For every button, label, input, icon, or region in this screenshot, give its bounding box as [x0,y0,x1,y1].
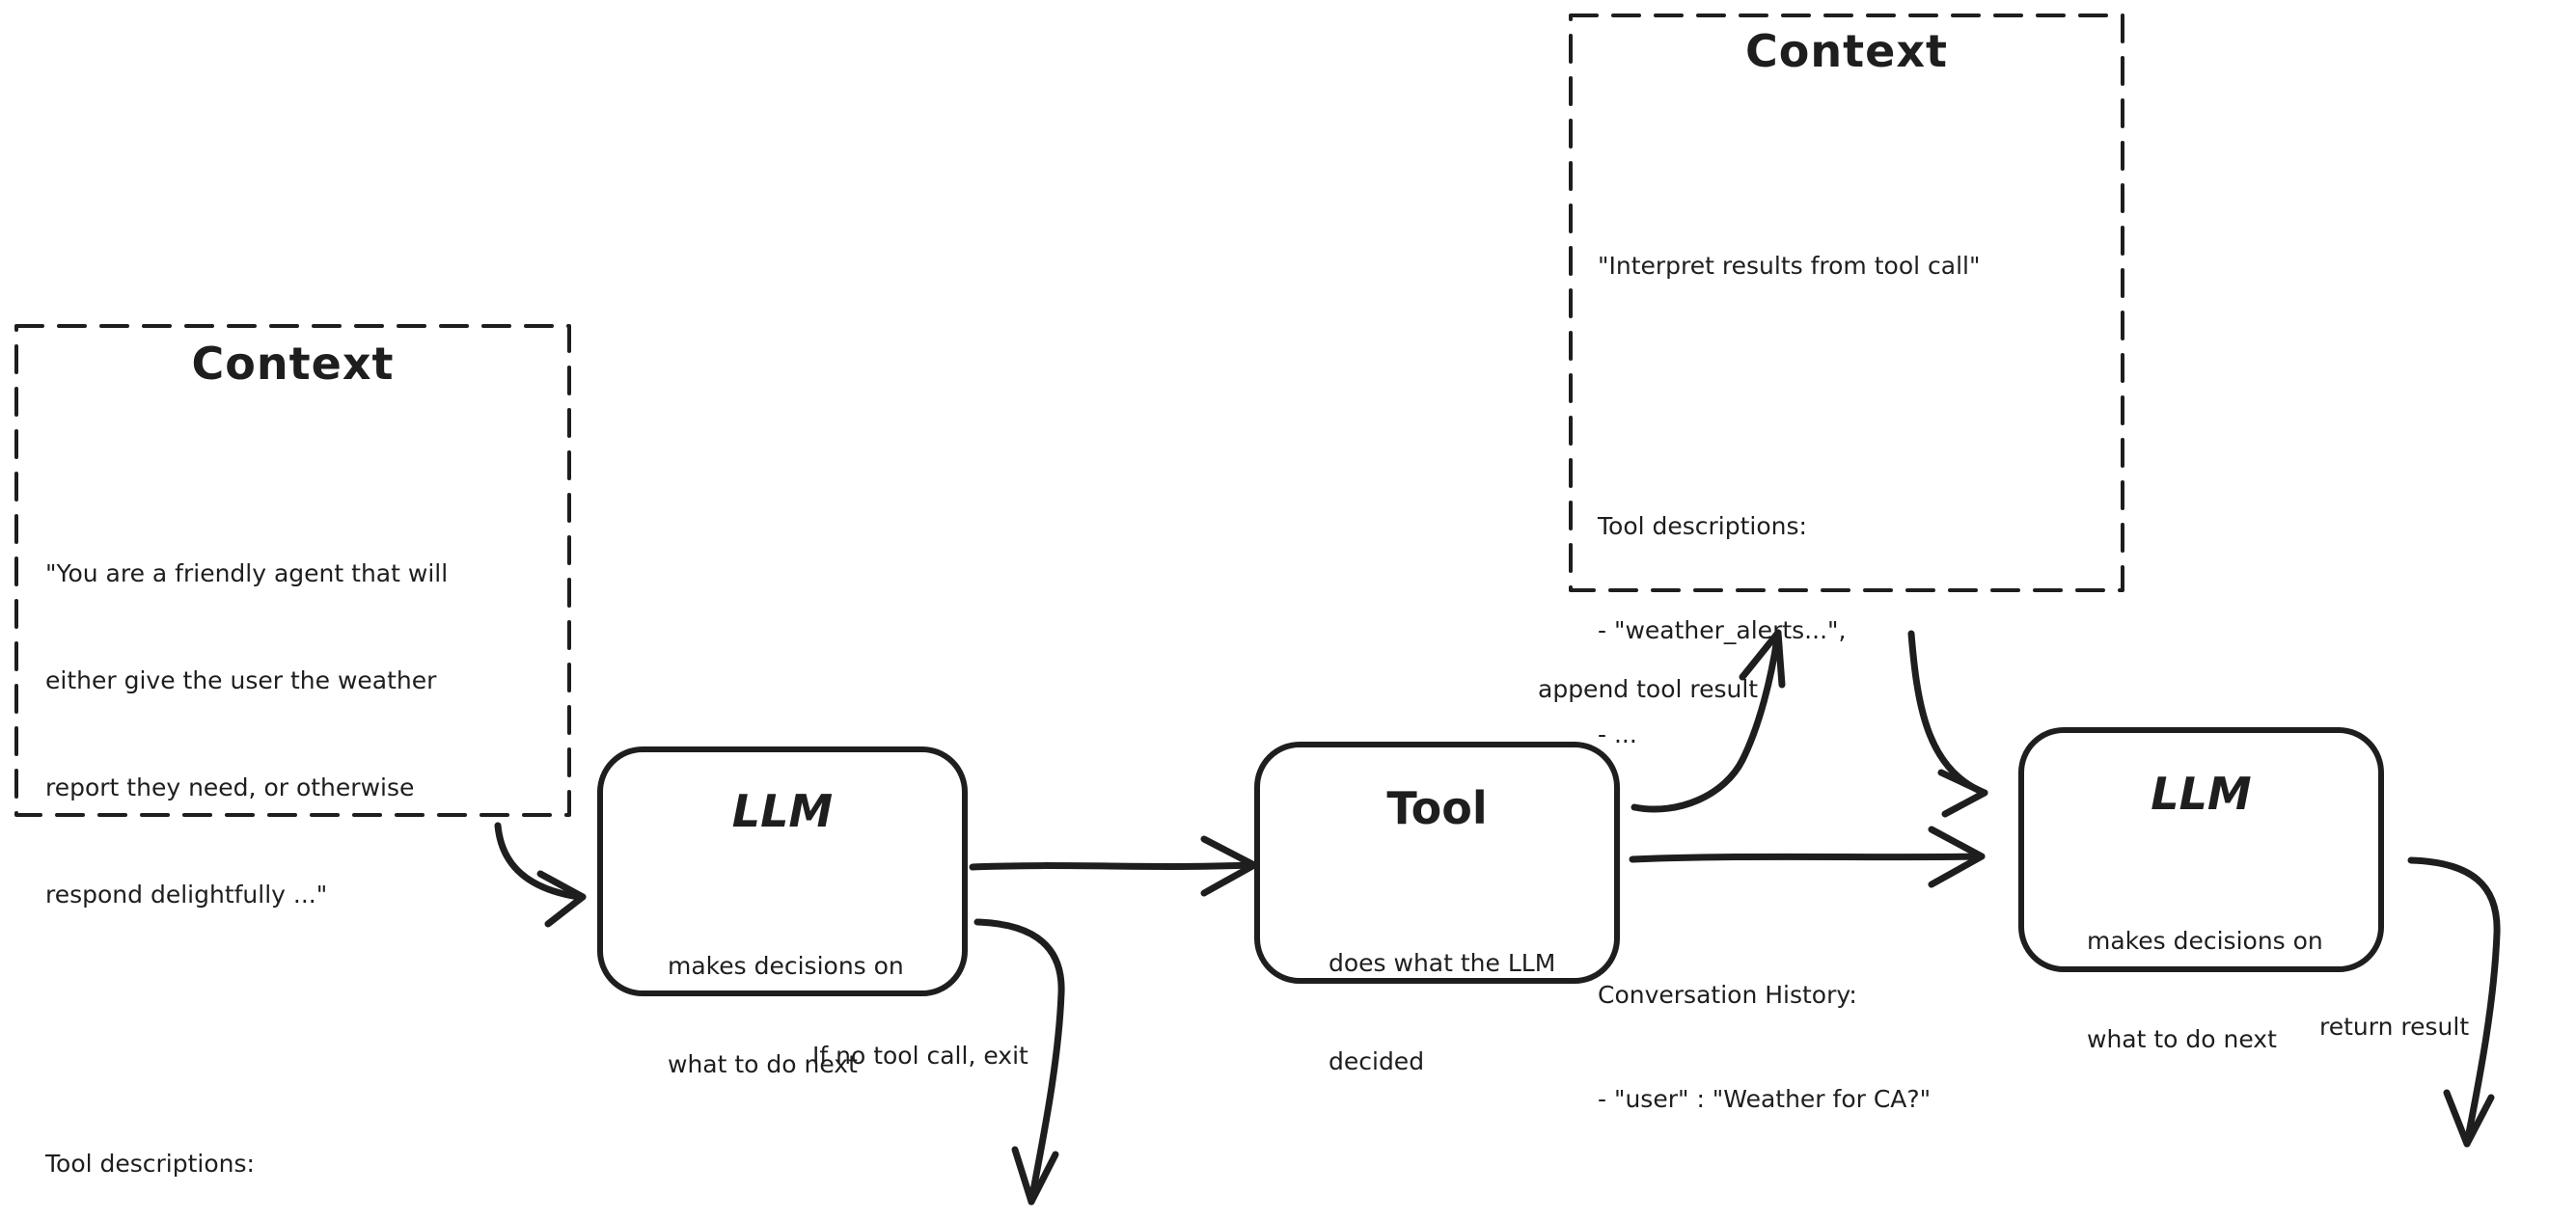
context-line: Tool descriptions: [45,1150,255,1178]
system-prompt-section: "You are a friendly agent that will eith… [45,484,540,984]
context-line: Tool descriptions: [1598,512,1807,540]
llm1-node-border [597,746,968,996]
tool-descriptions-section: Tool descriptions: - "weather_alerts..."… [45,1074,540,1221]
llm1-subtitle-line: what to do next [668,1050,858,1078]
arrow-context-to-llm2 [1907,630,1988,818]
context-line: respond delightfully ..." [45,881,328,909]
context-line: - "user" : "Weather for CA?" [1598,1085,1932,1113]
context-line: - "weather_alerts...", [1598,616,1847,644]
arrow-llm2-return [2407,856,2501,1148]
llm1-subtitle-line: makes decisions on [668,952,904,980]
tool-descriptions-section: Tool descriptions: - "weather_alerts..."… [1598,440,2096,822]
context-left-title: Context [191,338,395,390]
llm2-subtitle-line: what to do next [2087,1025,2277,1053]
context-top-right-title: Context [1745,25,1948,77]
conversation-history-section: Conversation History: - "user" : "Weathe… [1598,909,2096,1186]
tool-node: Tool does what the LLM decided [1257,781,1617,1144]
llm2-node: LLM makes decisions on what to do next [2021,767,2381,1122]
tool-subtitle-line: does what the LLM [1329,949,1556,977]
arrow-llm1-to-tool [969,835,1258,897]
arrow-llm1-exit [973,918,1065,1206]
context-box-top-right: Context "Interpret results from tool cal… [1571,25,2123,1221]
llm1-node: LLM makes decisions on what to do next [600,784,965,1147]
llm2-node-border [2018,727,2384,972]
context-line: - ... [1598,720,1637,748]
context-line: Conversation History: [1598,981,1857,1009]
system-prompt-section: "Interpret results from tool call" [1598,179,2096,353]
llm1-title: LLM [731,785,834,837]
arrow-tool-to-llm2 [1629,826,1986,888]
context-line: "Interpret results from tool call" [1598,252,1981,280]
arrow-tool-to-context-append [1631,629,1786,813]
context-line: either give the user the weather [45,666,437,694]
context-line: report they need, or otherwise [45,773,415,801]
append-tool-result-label: append tool result [1538,675,1759,703]
context-box-top-right-border [1569,14,2124,592]
return-result-label: return result [2319,1013,2470,1041]
context-box-left-border [14,324,571,817]
llm2-subtitle-line: makes decisions on [2087,927,2323,955]
tool-subtitle-line: decided [1329,1047,1425,1075]
no-tool-call-exit-label: If no tool call, exit [812,1042,1028,1070]
tool-title: Tool [1386,782,1488,834]
tool-node-border [1254,742,1620,984]
context-line: "You are a friendly agent that will [45,559,449,587]
context-box-left: Context "You are a friendly agent that w… [16,338,569,1221]
arrow-context-left-to-llm1 [494,822,587,928]
llm2-title: LLM [2151,768,2252,820]
